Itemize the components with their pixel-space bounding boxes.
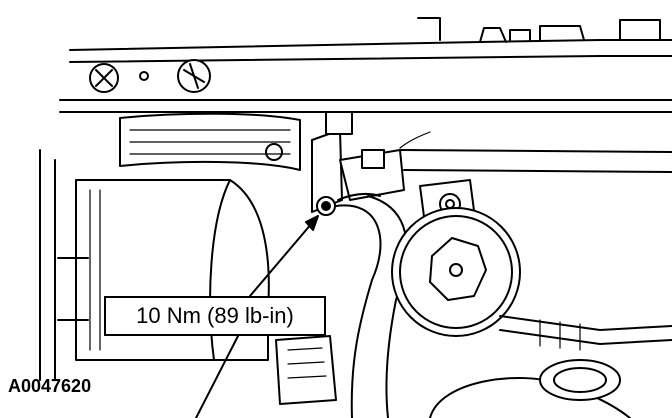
- leader-arrowhead: [305, 215, 319, 231]
- mounting-bracket: [311, 111, 405, 216]
- radiator-support-panel: [59, 17, 672, 113]
- cap-center: [177, 59, 211, 93]
- mount-hole: [139, 71, 149, 81]
- leader-line: [249, 215, 319, 297]
- torque-callout: 10 Nm (89 lb-in): [104, 296, 326, 336]
- air-filter-housing: [39, 149, 270, 381]
- coolant-hose: [335, 192, 408, 418]
- pulley: [391, 207, 521, 337]
- electrical-connector: [275, 335, 337, 405]
- figure-id: A0047620: [8, 376, 92, 396]
- lower-fittings: [429, 315, 672, 418]
- cap-left: [89, 63, 119, 93]
- torque-label: 10 Nm (89 lb-in): [136, 303, 294, 328]
- condenser-bar: [399, 131, 672, 173]
- air-intake-duct: [119, 112, 301, 171]
- lower-leader-line: [195, 335, 239, 418]
